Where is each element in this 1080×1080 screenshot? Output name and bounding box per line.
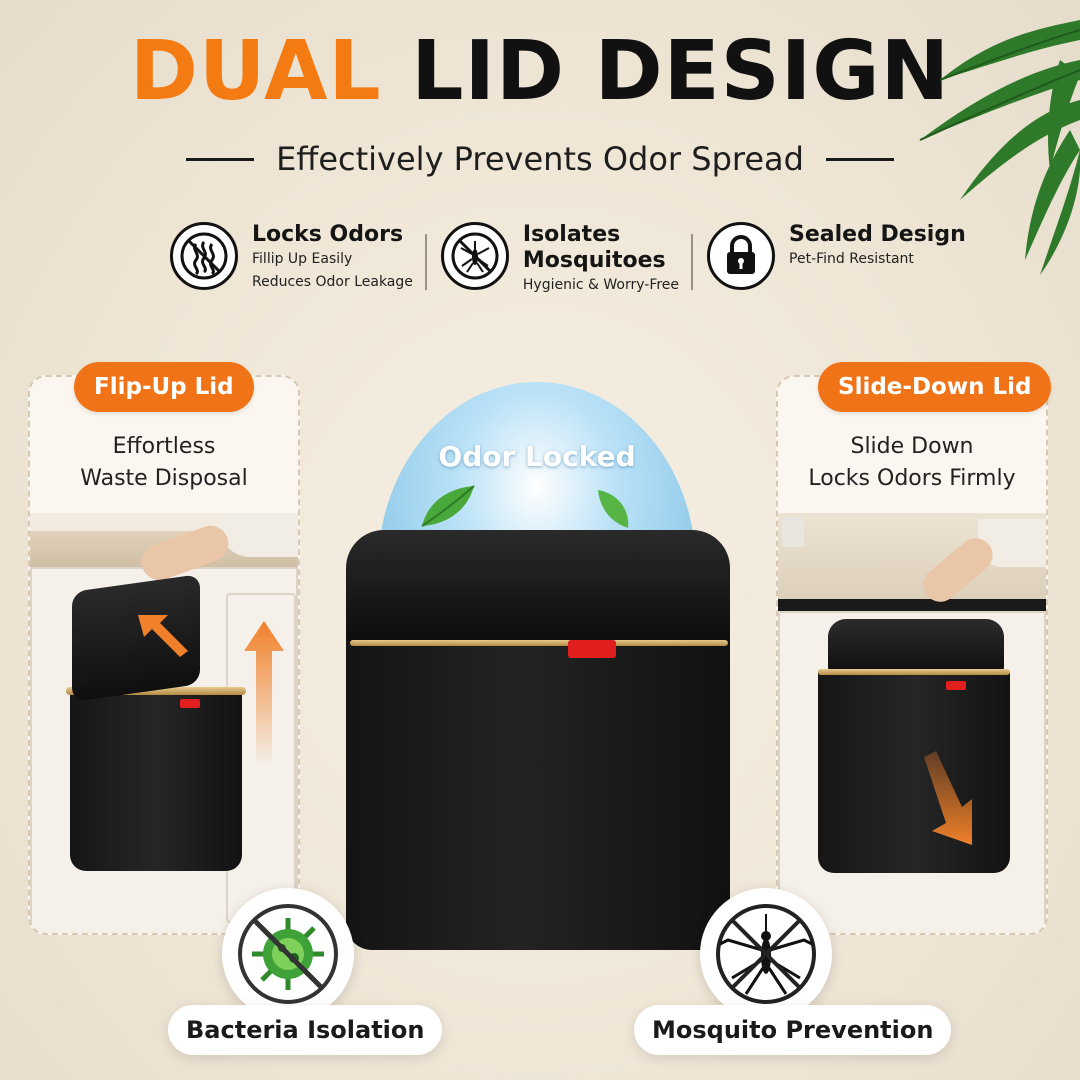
slide-down-lid-pill: Slide-Down Lid bbox=[818, 362, 1052, 412]
panel-desc-line: Effortless bbox=[112, 434, 216, 459]
panel-description: Effortless Waste Disposal bbox=[30, 431, 298, 495]
title-rest: LID DESIGN bbox=[411, 24, 951, 119]
feature-line: Fillip Up Easily bbox=[252, 251, 353, 267]
no-odor-icon bbox=[170, 222, 238, 290]
odor-locked-label: Odor Locked bbox=[438, 440, 636, 473]
plant-decoration bbox=[919, 20, 1080, 275]
subtitle: Effectively Prevents Odor Spread bbox=[276, 140, 804, 178]
padlock-icon bbox=[707, 222, 776, 290]
panel-desc-line: Slide Down bbox=[850, 434, 974, 459]
leaf-icon bbox=[598, 490, 629, 528]
trash-bin-lid bbox=[346, 530, 730, 642]
feature-title: Mosquitoes bbox=[522, 248, 666, 273]
bacteria-badge bbox=[222, 888, 354, 1020]
feature-title: Isolates bbox=[522, 222, 621, 247]
subtitle-rule-right bbox=[825, 157, 894, 161]
flip-up-panel: Effortless Waste Disposal bbox=[28, 375, 300, 935]
panel-description: Slide Down Locks Odors Firmly bbox=[778, 431, 1046, 495]
divider bbox=[424, 234, 427, 290]
bacteria-icon bbox=[238, 904, 338, 1004]
panel-desc-line: Waste Disposal bbox=[80, 466, 248, 491]
subtitle-row: Effectively Prevents Odor Spread bbox=[0, 134, 1080, 184]
feature-row: Locks Odors Fillip Up Easily Reduces Odo… bbox=[170, 222, 970, 312]
kitchen-scene bbox=[778, 513, 1046, 933]
subtitle-rule-left bbox=[186, 157, 255, 161]
arrow-up-left-icon bbox=[138, 615, 188, 657]
flip-up-lid-pill: Flip-Up Lid bbox=[74, 362, 254, 412]
feature-title: Locks Odors bbox=[252, 222, 404, 247]
feature-line: Reduces Odor Leakage bbox=[252, 274, 413, 290]
page-title: DUAL LID DESIGN bbox=[0, 22, 1080, 122]
feature-sealed-design: Sealed Design Pet-Find Resistant bbox=[707, 222, 966, 290]
bacteria-isolation-label: Bacteria Isolation bbox=[168, 1005, 443, 1055]
feature-title: Sealed Design bbox=[789, 222, 966, 247]
feature-line: Hygienic & Worry-Free bbox=[522, 277, 680, 293]
trash-bin-rim bbox=[350, 640, 728, 646]
feature-isolates-mosquitoes: Isolates Mosquitoes Hygienic & Worry-Fre… bbox=[440, 222, 680, 297]
kitchen-scene bbox=[30, 513, 298, 933]
leaf-icon bbox=[421, 485, 475, 527]
trash-bin-body bbox=[346, 610, 730, 950]
mosquito-prevention-label: Mosquito Prevention bbox=[634, 1005, 952, 1055]
slide-down-panel: Slide Down Locks Odors Firmly bbox=[776, 375, 1048, 935]
panel-desc-line: Locks Odors Firmly bbox=[808, 466, 1016, 491]
divider bbox=[691, 234, 694, 290]
arrow-up-icon bbox=[244, 621, 284, 767]
feature-locks-odors: Locks Odors Fillip Up Easily Reduces Odo… bbox=[170, 222, 413, 294]
arrow-down-icon bbox=[924, 751, 972, 845]
feature-line: Pet-Find Resistant bbox=[789, 251, 914, 267]
no-mosquito-icon bbox=[716, 904, 816, 1004]
no-mosquito-icon bbox=[440, 222, 509, 290]
mosquito-badge bbox=[700, 888, 832, 1020]
lid-latch bbox=[568, 640, 616, 658]
title-accent: DUAL bbox=[129, 24, 382, 119]
